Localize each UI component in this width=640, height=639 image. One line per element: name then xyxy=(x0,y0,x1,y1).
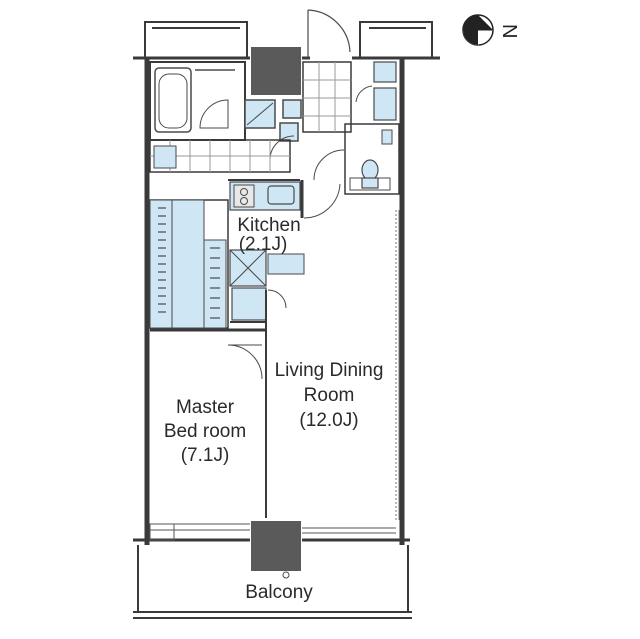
living-label-line2: Room xyxy=(304,385,355,406)
balcony-drain xyxy=(282,571,290,579)
bottom-windows xyxy=(149,523,396,541)
entry-closets xyxy=(355,61,397,121)
tiled-area xyxy=(149,61,352,173)
living-size: (12.0J) xyxy=(299,410,358,431)
kitchen-counter xyxy=(229,181,301,211)
bathtub xyxy=(154,67,192,133)
living-label-line1: Living Dining xyxy=(275,360,384,381)
balcony-railing xyxy=(133,545,412,619)
bedroom-label-line2: Bed room xyxy=(164,421,246,442)
sink xyxy=(267,185,295,205)
toilet xyxy=(361,159,379,181)
top-protrusions xyxy=(144,21,433,59)
right-window xyxy=(395,210,400,520)
bedroom-size: (7.1J) xyxy=(181,445,230,466)
walk-in-closet xyxy=(149,199,266,332)
kitchen-size: (2.1J) xyxy=(239,234,288,255)
kitchen-label: Kitchen xyxy=(237,215,300,236)
north-arrow-icon xyxy=(462,14,494,46)
kitchen-walls xyxy=(228,179,341,219)
toilet-room xyxy=(313,123,400,195)
column-top xyxy=(251,47,301,95)
entrance-door xyxy=(307,9,351,58)
kitchen-storage xyxy=(229,249,305,323)
bathroom xyxy=(149,61,246,141)
north-label: N xyxy=(498,24,520,38)
bedroom-label-line1: Master xyxy=(176,397,235,418)
column-bottom xyxy=(251,521,301,571)
partition-wall xyxy=(227,290,267,518)
washroom xyxy=(244,99,302,161)
balcony-label: Balcony xyxy=(245,582,313,603)
